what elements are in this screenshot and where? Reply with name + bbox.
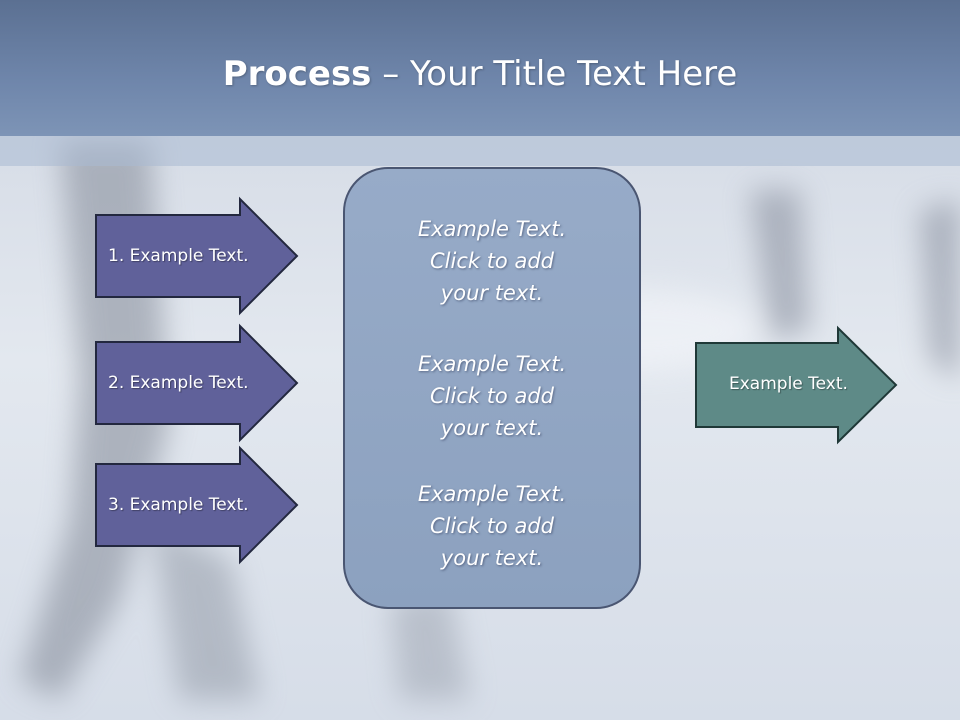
title-rest: – Your Title Text Here [371, 54, 738, 94]
panel-line: Click to add [429, 384, 554, 408]
title-bar [0, 0, 960, 136]
panel-line: Example Text. [417, 352, 567, 376]
right-arrow-label: Example Text. [729, 374, 848, 394]
left-arrow-1-label: 1. Example Text. [108, 246, 249, 266]
panel-text-block-1: Example Text. Click to add your text. [346, 213, 638, 309]
right-arrow[interactable] [695, 325, 898, 445]
left-arrow-2[interactable] [95, 323, 299, 443]
center-panel[interactable] [343, 167, 641, 609]
panel-line: Click to add [429, 514, 554, 538]
panel-line: Click to add [429, 249, 554, 273]
panel-line: Example Text. [417, 217, 567, 241]
title-bold: Process [222, 54, 372, 94]
left-arrow-3[interactable] [95, 445, 299, 565]
panel-line: your text. [440, 416, 544, 440]
panel-line: Example Text. [417, 482, 567, 506]
left-arrow-3-label: 3. Example Text. [108, 495, 249, 515]
panel-text-block-3: Example Text. Click to add your text. [346, 478, 638, 574]
left-arrow-1[interactable] [95, 196, 299, 316]
panel-line: your text. [440, 546, 544, 570]
panel-text-block-2: Example Text. Click to add your text. [346, 348, 638, 444]
slide-title[interactable]: Process – Your Title Text Here [0, 52, 960, 96]
header-band [0, 136, 960, 166]
left-arrow-2-label: 2. Example Text. [108, 373, 249, 393]
panel-line: your text. [440, 281, 544, 305]
